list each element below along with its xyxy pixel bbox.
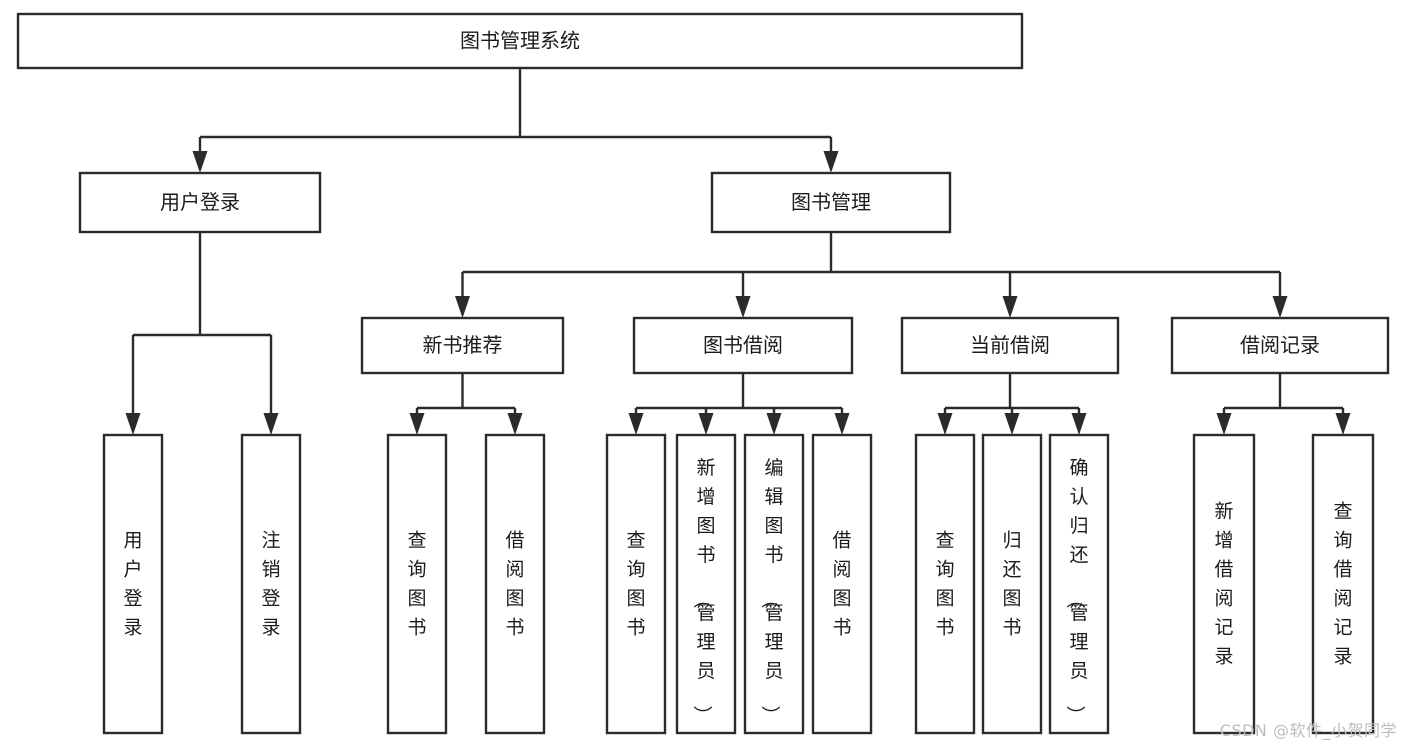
node-l3-record-1[interactable]: 新增借阅记录 [1192, 433, 1256, 735]
arrow-head-icon [507, 413, 523, 435]
node-box [743, 433, 805, 735]
arrow-head-icon [628, 413, 644, 435]
node-label: 归还图书 [1002, 529, 1021, 638]
arrow-head-icon [766, 413, 782, 435]
node-l2-current[interactable]: 当前借阅 [900, 316, 1120, 375]
node-box [78, 171, 322, 234]
node-box [710, 171, 952, 234]
arrow-head-icon [192, 151, 208, 173]
node-box [900, 316, 1120, 375]
node-label: 查询图书 [935, 529, 954, 638]
arrow-head-icon [1071, 413, 1087, 435]
node-l3-borrow-4[interactable]: 借阅图书 [811, 433, 873, 735]
arrow-head-icon [1002, 296, 1018, 318]
arrow-head-icon [834, 413, 850, 435]
node-label: 查询图书 [626, 529, 645, 638]
node-label: 新书推荐 [423, 333, 503, 357]
node-box [675, 433, 737, 735]
node-label: 图书管理系统 [460, 29, 580, 53]
node-root[interactable]: 图书管理系统 [16, 12, 1024, 70]
arrow-head-icon [125, 413, 141, 435]
node-box [632, 316, 854, 375]
arrow-head-icon [1216, 413, 1232, 435]
node-box [16, 12, 1024, 70]
csdn-watermark: CSDN @软件_小贺同学 [1219, 721, 1397, 740]
node-l1-login[interactable]: 用户登录 [78, 171, 322, 234]
arrow-head-icon [823, 151, 839, 173]
arrow-head-icon [1004, 413, 1020, 435]
node-label: 注销登录 [261, 529, 280, 638]
node-l3-login-2[interactable]: 注销登录 [240, 433, 302, 735]
node-box [1311, 433, 1375, 735]
node-label: 借阅图书 [505, 529, 524, 638]
node-label: 用户登录 [160, 190, 240, 214]
node-box [102, 433, 164, 735]
node-box [360, 316, 565, 375]
arrow-head-icon [455, 296, 470, 318]
arrow-head-icon [409, 413, 425, 435]
node-label: 图书借阅 [703, 333, 783, 357]
node-box [811, 433, 873, 735]
node-l3-new-1[interactable]: 查询图书 [386, 433, 448, 735]
arrow-head-icon [698, 413, 714, 435]
node-label: 编辑图书（管理员） [759, 457, 783, 725]
node-l1-book[interactable]: 图书管理 [710, 171, 952, 234]
node-l2-record[interactable]: 借阅记录 [1170, 316, 1390, 375]
node-label: 查询借阅记录 [1333, 500, 1352, 667]
node-l3-login-1[interactable]: 用户登录 [102, 433, 164, 735]
node-box [605, 433, 667, 735]
arrow-head-icon [735, 296, 751, 318]
node-box [1048, 433, 1110, 735]
arrow-head-icon [263, 413, 279, 435]
node-box [386, 433, 448, 735]
node-label: 新增图书（管理员） [691, 457, 715, 725]
node-layer: 图书管理系统用户登录图书管理新书推荐图书借阅当前借阅借阅记录用户登录注销登录查询… [16, 12, 1390, 735]
node-l3-new-2[interactable]: 借阅图书 [484, 433, 546, 735]
node-label: 借阅图书 [832, 529, 851, 638]
node-label: 用户登录 [123, 529, 142, 638]
node-label: 确认归还（管理员） [1064, 457, 1088, 725]
node-label: 借阅记录 [1240, 333, 1320, 357]
node-l3-borrow-3[interactable]: 编辑图书（管理员） [743, 433, 805, 735]
node-l3-current-2[interactable]: 归还图书 [981, 433, 1043, 735]
node-box [1192, 433, 1256, 735]
node-box [484, 433, 546, 735]
connector-layer [125, 68, 1351, 435]
node-box [240, 433, 302, 735]
node-box [914, 433, 976, 735]
node-label: 当前借阅 [970, 333, 1050, 357]
node-l3-current-3[interactable]: 确认归还（管理员） [1048, 433, 1110, 735]
node-label: 查询图书 [407, 529, 426, 638]
arrow-head-icon [1335, 413, 1351, 435]
node-l3-borrow-1[interactable]: 查询图书 [605, 433, 667, 735]
arrow-head-icon [937, 413, 953, 435]
arrow-head-icon [1272, 296, 1288, 318]
node-l3-borrow-2[interactable]: 新增图书（管理员） [675, 433, 737, 735]
node-label: 新增借阅记录 [1214, 500, 1233, 667]
node-l3-record-2[interactable]: 查询借阅记录 [1311, 433, 1375, 735]
node-l2-borrow[interactable]: 图书借阅 [632, 316, 854, 375]
node-l2-new[interactable]: 新书推荐 [360, 316, 565, 375]
node-l3-current-1[interactable]: 查询图书 [914, 433, 976, 735]
node-label: 图书管理 [791, 190, 871, 214]
node-box [981, 433, 1043, 735]
node-box [1170, 316, 1390, 375]
